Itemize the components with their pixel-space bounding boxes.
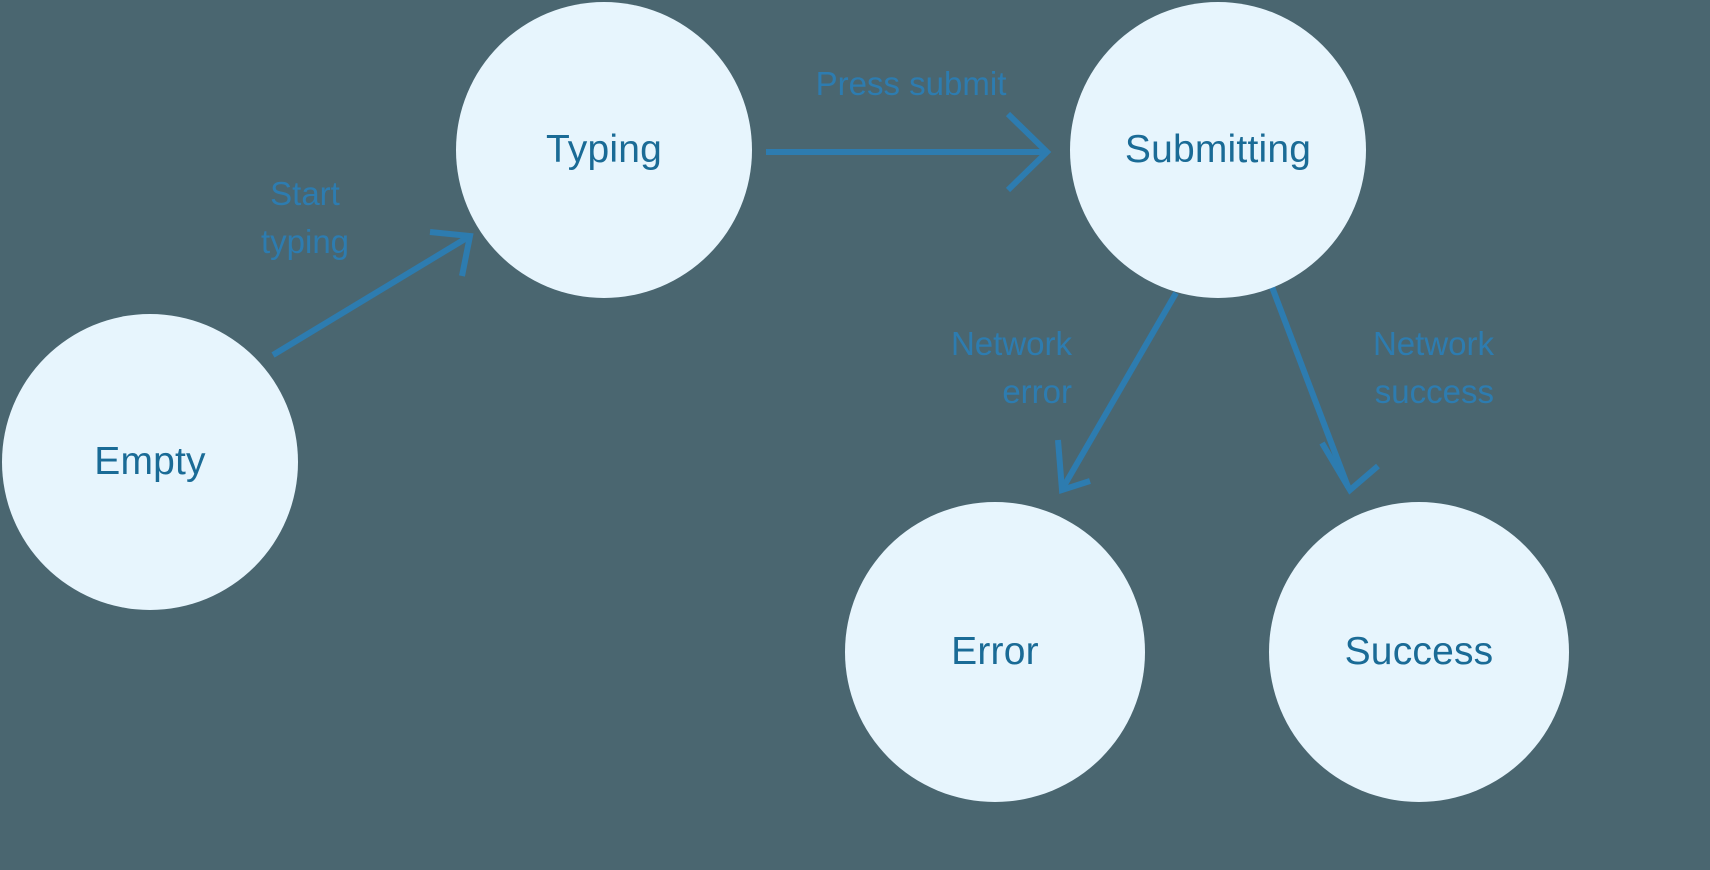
edge-empty-typing: [271, 229, 474, 358]
edge-line-submitting-success: [1269, 285, 1351, 489]
arrowhead-submitting-success: [1319, 441, 1380, 495]
node-typing[interactable]: Typing: [456, 2, 752, 298]
node-error[interactable]: Error: [845, 502, 1145, 802]
node-label-error: Error: [951, 630, 1039, 673]
arrowhead-empty-typing: [429, 229, 474, 277]
node-success[interactable]: Success: [1269, 502, 1569, 802]
edge-label-press-submit: Press submit: [815, 65, 1007, 102]
edge-submitting-success: [1269, 285, 1380, 495]
node-label-submitting: Submitting: [1124, 128, 1312, 171]
edge-line-submitting-error: [1061, 291, 1179, 488]
arrowhead-submitting-error: [1055, 439, 1091, 495]
node-empty[interactable]: Empty: [2, 314, 298, 610]
edge-label-network-error: Network error: [950, 325, 1072, 410]
edge-typing-submitting: [766, 111, 1052, 193]
node-label-empty: Empty: [94, 440, 206, 483]
edge-line-empty-typing: [271, 233, 472, 358]
node-label-success: Success: [1344, 630, 1494, 673]
edge-label-start-typing: Start typing: [260, 175, 350, 260]
edge-submitting-error: [1055, 291, 1179, 495]
node-submitting[interactable]: Submitting: [1070, 2, 1366, 298]
edge-label-network-success: Network success: [1372, 325, 1494, 410]
node-label-typing: Typing: [545, 128, 663, 171]
arrowhead-typing-submitting: [1005, 111, 1052, 193]
